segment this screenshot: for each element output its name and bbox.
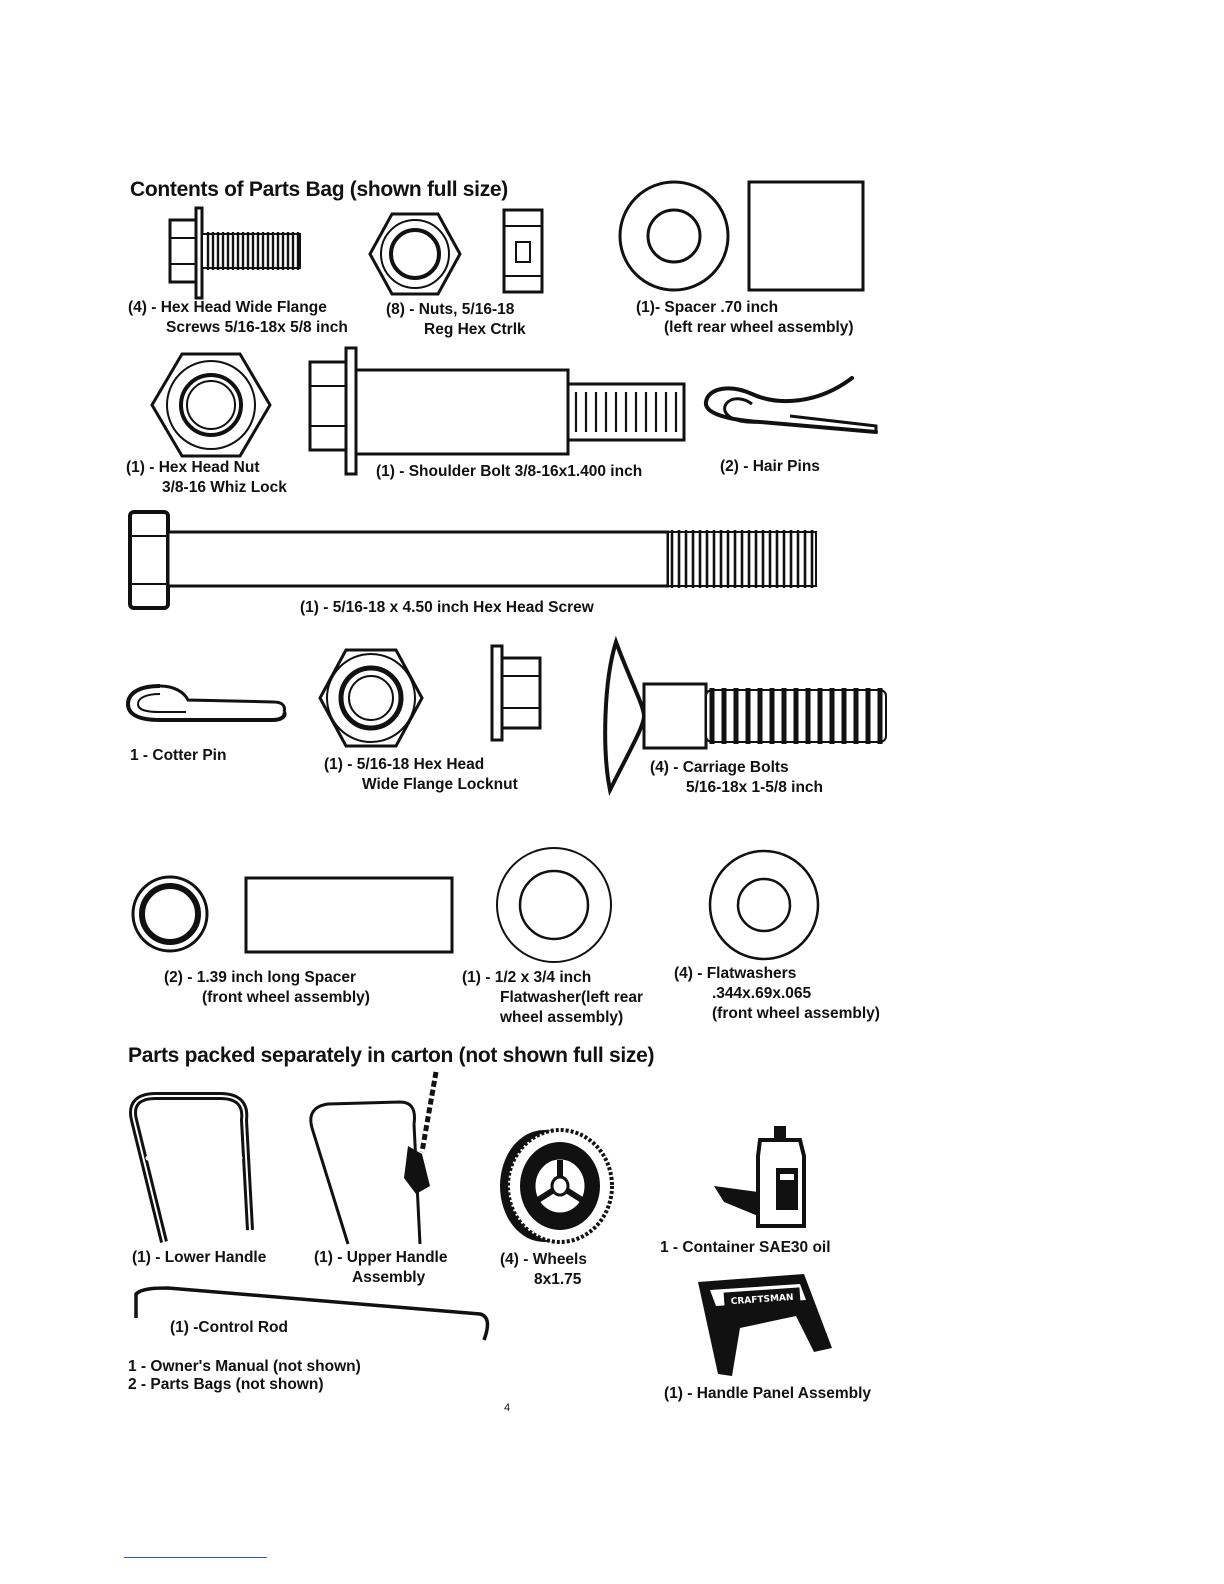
- page-number: 4: [504, 1402, 511, 1414]
- long-hex-screw-drawing: [128, 508, 820, 612]
- carriage-bolt-drawing: [600, 640, 890, 792]
- spacer-washer-drawing: [618, 180, 730, 292]
- spacer-side-drawing: [747, 180, 865, 292]
- upper-handle-label: (1) - Upper Handle Assembly: [314, 1249, 448, 1286]
- hex-nut-drawing: [370, 212, 460, 296]
- panel-brand-text: CRAFTSMAN: [731, 1293, 794, 1307]
- bag-heading: Contents of Parts Bag (shown full size): [130, 178, 508, 201]
- cotter-pin-drawing: [126, 682, 290, 724]
- lower-handle-label: (1) - Lower Handle: [132, 1249, 267, 1266]
- nuts-label: (8) - Nuts, 5/16-18 Reg Hex Ctrlk: [386, 301, 526, 338]
- flange-screw-drawing: [160, 208, 310, 298]
- control-rod-drawing: [128, 1284, 492, 1346]
- cotter-pin-label: 1 - Cotter Pin: [130, 747, 227, 764]
- whiz-lock-nut-drawing: [150, 352, 272, 458]
- flatwashers-front-label: (4) - Flatwashers .344x.69x.065 (front w…: [674, 965, 880, 1022]
- hex-head-nut-label: (1) - Hex Head Nut 3/8-16 Whiz Lock: [126, 459, 287, 496]
- shoulder-bolt-drawing: [306, 348, 688, 476]
- flange-locknut-drawing: [318, 648, 424, 748]
- wheel-drawing: [500, 1126, 618, 1244]
- flange-screws-label: (4) - Hex Head Wide Flange Screws 5/16-1…: [128, 299, 348, 336]
- handle-panel-drawing: CRAFTSMAN: [698, 1274, 832, 1376]
- hair-pins-label: (2) - Hair Pins: [720, 458, 820, 475]
- control-rod-label: (1) -Control Rod: [170, 1319, 288, 1336]
- spacer-139-side-drawing: [244, 876, 454, 954]
- flange-locknut-label: (1) - 5/16-18 Hex Head Wide Flange Lockn…: [324, 756, 518, 793]
- carton-heading: Parts packed separately in carton (not s…: [128, 1044, 655, 1067]
- spacer-139-label: (2) - 1.39 inch long Spacer (front wheel…: [164, 969, 370, 1006]
- lower-handle-drawing: [128, 1092, 258, 1244]
- spacer-139-end-drawing: [130, 874, 210, 954]
- flatwasher-rear-label: (1) - 1/2 x 3/4 inch Flatwasher(left rea…: [462, 969, 643, 1026]
- nut-side-drawing: [502, 208, 544, 294]
- oil-label: 1 - Container SAE30 oil: [660, 1239, 831, 1256]
- hex-head-screw-label: (1) - 5/16-18 x 4.50 inch Hex Head Screw: [300, 599, 594, 616]
- shoulder-bolt-label: (1) - Shoulder Bolt 3/8-16x1.400 inch: [376, 463, 643, 480]
- upper-handle-drawing: [304, 1068, 454, 1246]
- hair-pin-drawing: [700, 370, 880, 442]
- oil-container-drawing: [714, 1126, 806, 1230]
- carriage-bolts-label: (4) - Carriage Bolts 5/16-18x 1-5/8 inch: [650, 759, 823, 796]
- handle-panel-label: (1) - Handle Panel Assembly: [664, 1385, 872, 1402]
- footer-rule: [124, 1557, 267, 1558]
- flatwasher-front-drawing: [706, 850, 822, 960]
- locknut-side-drawing: [490, 646, 542, 740]
- wheels-label: (4) - Wheels 8x1.75: [500, 1251, 587, 1288]
- manual-bags-label: 1 - Owner's Manual (not shown) 2 - Parts…: [128, 1358, 361, 1393]
- spacer-70-label: (1)- Spacer .70 inch (left rear wheel as…: [636, 299, 854, 336]
- flatwasher-rear-drawing: [494, 846, 614, 964]
